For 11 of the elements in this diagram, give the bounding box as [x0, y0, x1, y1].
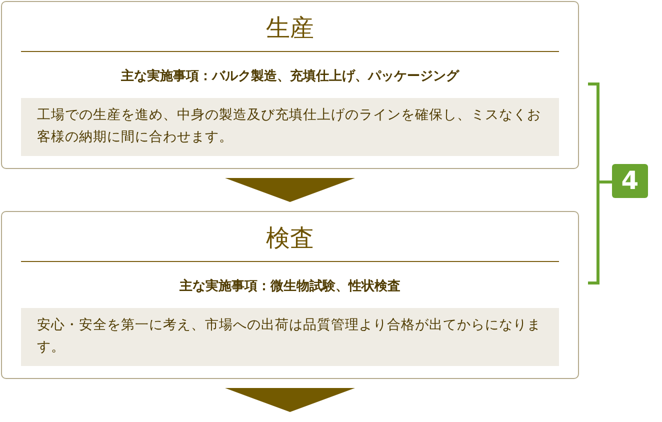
arrow [225, 178, 355, 202]
step-tasks: 主な実施事項：微生物試験、性状検査 [178, 278, 402, 296]
step-card [1, 1, 579, 169]
step-title: 検査 [21, 220, 559, 262]
step-title: 生産 [21, 10, 559, 52]
number-badge: 4 [612, 164, 648, 198]
step-card [1, 211, 579, 379]
step-description: 工場での生産を進め、中身の製造及び充填仕上げのラインを確保し、ミスなくお客様の納期に間に合わせます。 [21, 98, 559, 156]
arrow [225, 388, 355, 412]
step-description: 安心・安全を第一に考え、市場への出荷は品質管理より合格が出てからになります。 [21, 308, 559, 366]
step-tasks: 主な実施事項：バルク製造、充填仕上げ、パッケージング [120, 68, 460, 86]
